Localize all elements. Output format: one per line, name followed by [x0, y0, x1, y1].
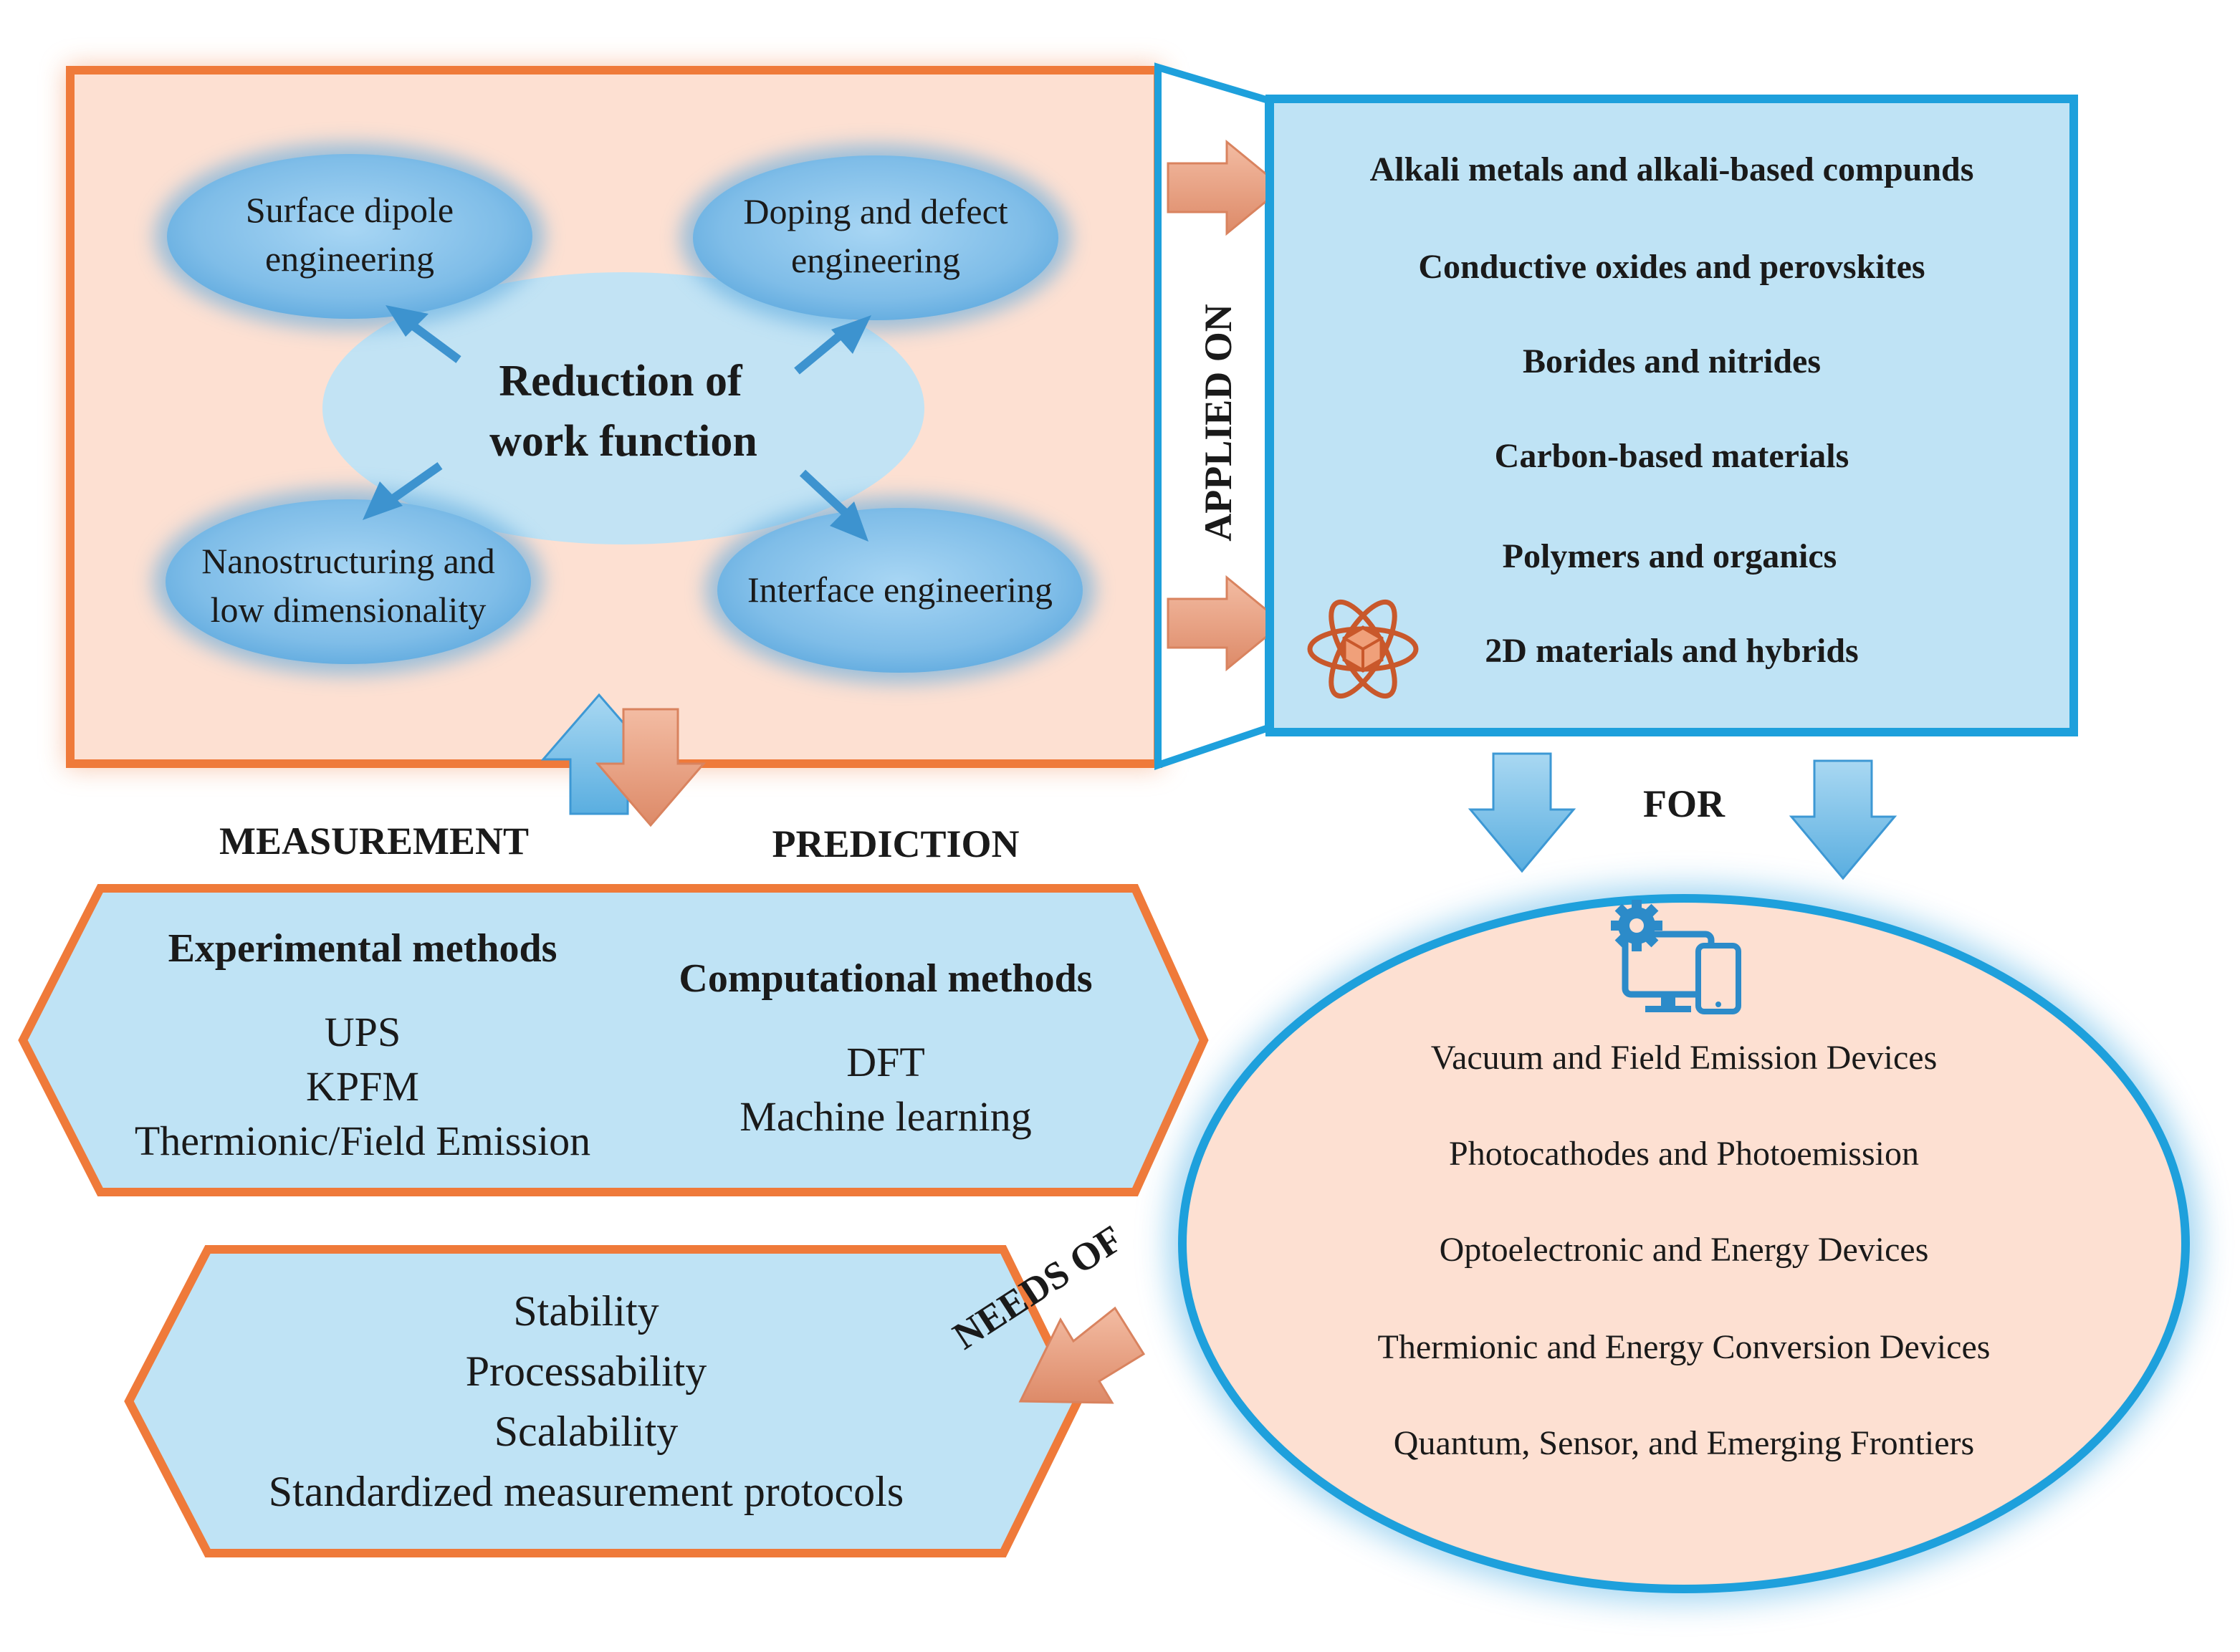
strategy-1-line1: Surface dipole — [246, 190, 454, 230]
arrow-down-left — [1468, 752, 1576, 873]
computational-method-item: DFT — [846, 1039, 925, 1085]
strategy-4-line1: Interface engineering — [747, 570, 1053, 610]
for-arrows: FOR — [1468, 752, 1897, 880]
strategy-oval-interface — [705, 497, 1095, 683]
computational-method-item: Machine learning — [740, 1093, 1031, 1140]
strategy-oval-doping — [681, 145, 1071, 331]
computational-methods-heading: Computational methods — [679, 956, 1092, 1001]
device-item: Optoelectronic and Energy Devices — [1440, 1231, 1929, 1269]
experimental-method-item: KPFM — [306, 1063, 419, 1110]
center-topic-line2: work function — [489, 417, 757, 466]
strategy-oval-surface-dipole — [155, 143, 545, 330]
material-item: 2D materials and hybrids — [1485, 632, 1858, 670]
device-item: Photocathodes and Photoemission — [1449, 1135, 1919, 1173]
experimental-method-item: Thermionic/Field Emission — [135, 1118, 590, 1164]
need-item: Processability — [466, 1348, 707, 1395]
strategy-3-line1: Nanostructuring and — [201, 541, 495, 581]
strategy-2-line2: engineering — [791, 240, 960, 280]
atom-cube-icon — [1307, 599, 1419, 699]
applied-on-label: APPLIED ON — [1197, 304, 1240, 542]
strategy-2-line1: Doping and defect — [743, 191, 1007, 231]
material-item: Borides and nitrides — [1523, 342, 1821, 380]
applied-on-connector: APPLIED ON — [1154, 62, 1285, 770]
material-item: Alkali metals and alkali-based compunds — [1370, 150, 1974, 188]
device-item: Thermionic and Energy Conversion Devices — [1378, 1328, 1991, 1366]
arrow-down-prediction — [595, 708, 707, 827]
experimental-methods-heading: Experimental methods — [168, 926, 557, 971]
strategies-panel: Surface dipole engineering Doping and de… — [66, 66, 1162, 768]
needs-panel: Stability Processability Scalability Sta… — [124, 1245, 1083, 1557]
measurement-prediction-arrows: MEASUREMENT PREDICTION — [219, 693, 1020, 865]
need-item: Standardized measurement protocols — [269, 1468, 904, 1515]
center-ellipse — [322, 272, 924, 544]
strategy-1-line2: engineering — [265, 239, 434, 279]
need-item: Scalability — [494, 1408, 679, 1455]
strategy-3-line2: low dimensionality — [211, 590, 487, 630]
center-to-strategy-arrows — [363, 305, 871, 542]
for-label: FOR — [1643, 782, 1726, 825]
strategy-oval-nanostructuring — [153, 489, 543, 675]
center-topic-line1: Reduction of — [499, 357, 743, 405]
material-item: Carbon-based materials — [1495, 437, 1849, 475]
device-item: Quantum, Sensor, and Emerging Frontiers — [1394, 1424, 1974, 1462]
gear-devices-icon — [1611, 900, 1741, 1014]
measurement-label: MEASUREMENT — [219, 820, 529, 863]
devices-panel: Vacuum and Field Emission Devices Photoc… — [1168, 885, 2200, 1602]
prediction-label: PREDICTION — [772, 822, 1019, 865]
need-item: Stability — [513, 1287, 659, 1335]
arrow-right-top — [1167, 139, 1285, 236]
material-item: Conductive oxides and perovskites — [1418, 248, 1925, 286]
methods-panel: Experimental methods UPS KPFM Thermionic… — [18, 884, 1209, 1196]
arrow-down-right — [1789, 759, 1897, 880]
material-item: Polymers and organics — [1503, 537, 1837, 575]
device-item: Vacuum and Field Emission Devices — [1431, 1039, 1938, 1077]
experimental-method-item: UPS — [325, 1009, 401, 1055]
materials-panel: Alkali metals and alkali-based compunds … — [1265, 95, 2078, 736]
arrow-needs-of — [1018, 1306, 1146, 1404]
arrow-right-bottom — [1167, 575, 1285, 672]
